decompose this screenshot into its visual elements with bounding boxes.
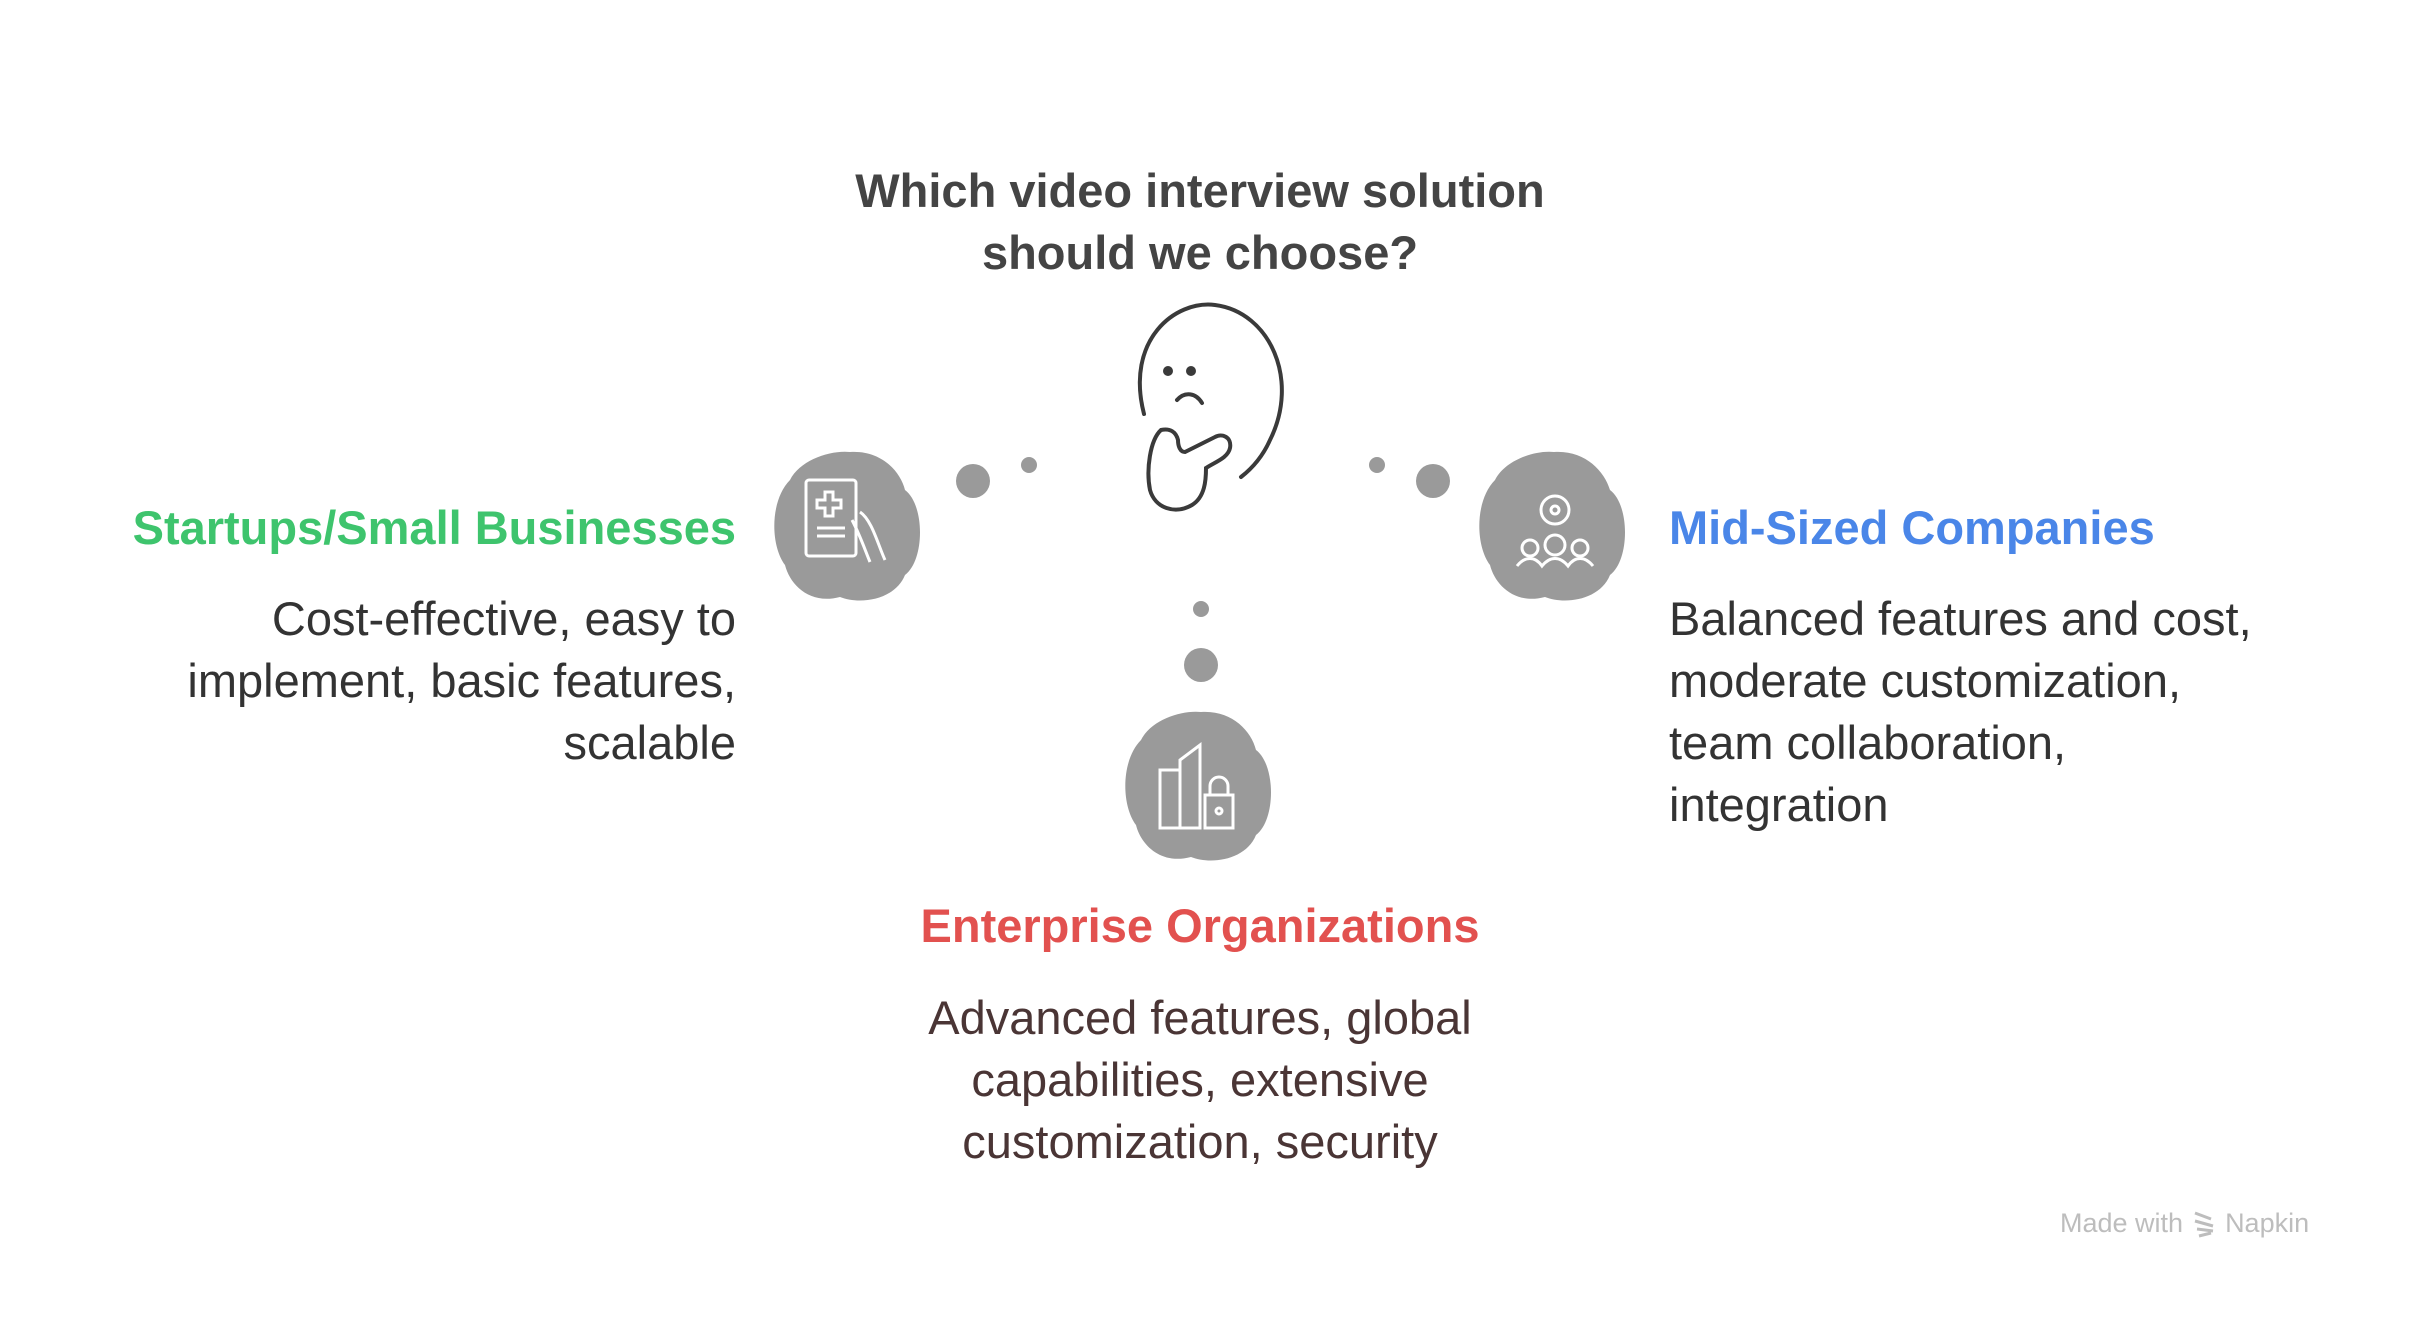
tablet-medical-hand-icon: [774, 451, 920, 601]
title-line: Which video interview solution: [855, 164, 1545, 217]
watermark-prefix: Made with: [2060, 1208, 2184, 1238]
description-line: integration: [1669, 778, 1889, 831]
option-description-startups: Cost-effective, easy to implement, basic…: [187, 588, 736, 774]
description-line: capabilities, extensive: [971, 1053, 1429, 1106]
option-heading-enterprise: Enterprise Organizations: [920, 899, 1480, 952]
connector-dot: [1193, 601, 1209, 617]
connector-dot: [1021, 457, 1037, 473]
option-heading-midsized: Mid-Sized Companies: [1669, 501, 2155, 554]
connector-dot: [956, 464, 990, 498]
option-heading-startups: Startups/Small Businesses: [132, 501, 736, 554]
connector-dot: [1184, 648, 1218, 682]
buildings-lock-icon: [1125, 711, 1271, 861]
description-line: scalable: [563, 716, 736, 769]
option-description-enterprise: Advanced features, global capabilities, …: [800, 987, 1600, 1173]
napkin-logo-icon: [2194, 1211, 2214, 1237]
connector-dot: [1416, 464, 1450, 498]
thinking-face-icon: [1137, 302, 1284, 512]
napkin-watermark[interactable]: Made with Napkin: [2060, 1208, 2309, 1239]
description-line: team collaboration,: [1669, 716, 2067, 769]
option-description-midsized: Balanced features and cost, moderate cus…: [1669, 588, 2252, 836]
description-line: Cost-effective, easy to: [271, 592, 736, 645]
connector-dot: [1369, 457, 1385, 473]
description-line: moderate customization,: [1669, 654, 2182, 707]
description-line: customization, security: [962, 1115, 1438, 1168]
title-line: should we choose?: [981, 226, 1419, 279]
description-line: implement, basic features,: [187, 654, 736, 707]
description-line: Advanced features, global: [928, 991, 1472, 1044]
description-line: Balanced features and cost,: [1669, 592, 2252, 645]
watermark-brand: Napkin: [2225, 1208, 2310, 1238]
team-gear-icon: [1479, 451, 1625, 601]
diagram-title: Which video interview solution should we…: [700, 160, 1700, 284]
